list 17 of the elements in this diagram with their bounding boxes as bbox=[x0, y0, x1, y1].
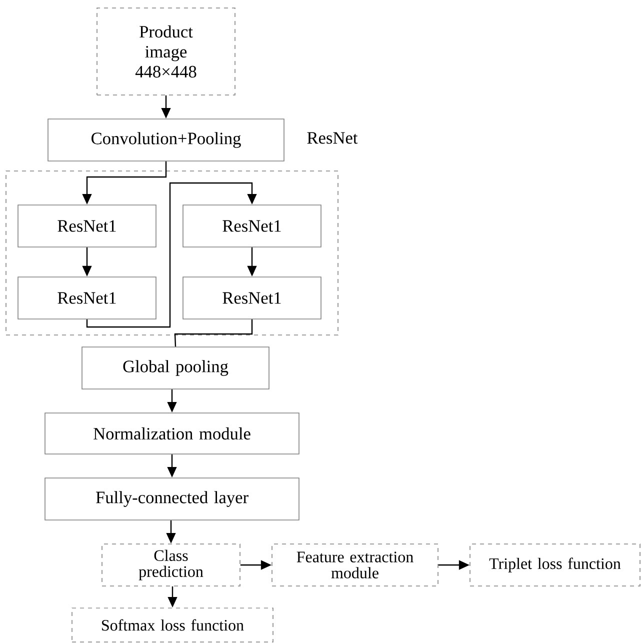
process-box: Normalization module bbox=[44, 412, 300, 454]
process-box: Feature extraction module bbox=[272, 544, 438, 586]
process-box: ResNet1 bbox=[182, 276, 322, 320]
process-box: ResNet1 bbox=[18, 204, 156, 248]
process-box: Fully-connected layer bbox=[44, 478, 300, 520]
output-box: Triplet loss function bbox=[470, 544, 640, 586]
group-box bbox=[6, 132, 358, 336]
arrow bbox=[86, 182, 257, 328]
process-box: Convolution+Pooling bbox=[48, 118, 284, 162]
connector-line bbox=[174, 319, 253, 347]
process-box: Global pooling bbox=[82, 346, 270, 390]
output-box: Softmax loss function bbox=[72, 608, 274, 642]
input-box: Product image 448×448 bbox=[96, 8, 236, 96]
process-box: ResNet1 bbox=[182, 204, 322, 248]
group-label: ResNet bbox=[307, 132, 358, 144]
process-box: ResNet1 bbox=[18, 276, 156, 320]
output-box: Class prediction bbox=[102, 544, 240, 586]
